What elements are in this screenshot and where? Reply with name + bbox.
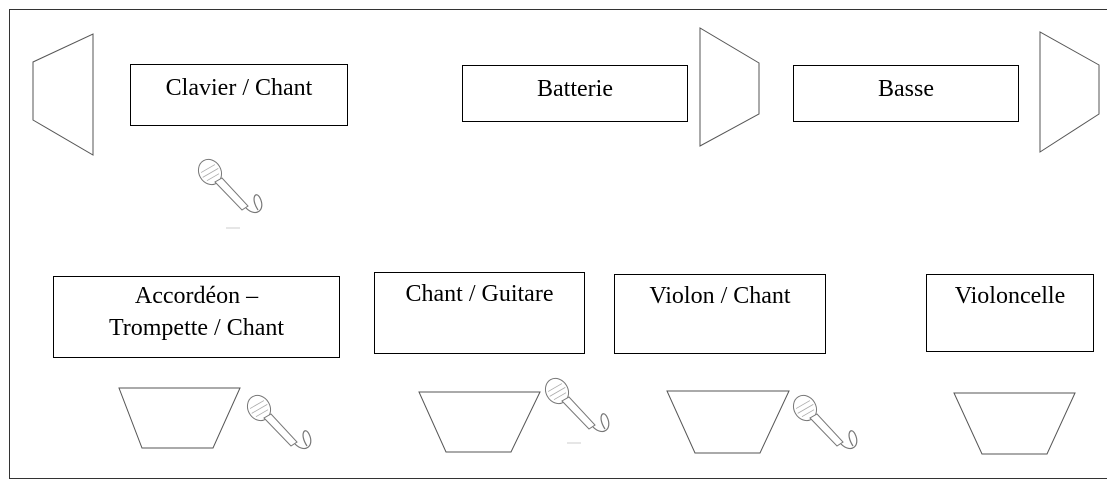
position-box-chant-guitare: Chant / Guitare: [374, 272, 585, 354]
position-box-batterie: Batterie: [462, 65, 688, 122]
position-box-violon-chant: Violon / Chant: [614, 274, 826, 354]
microphone-icon: [544, 377, 610, 444]
position-label: Accordéon – Trompette / Chant: [108, 283, 285, 341]
side-fill-speaker-icon: [699, 27, 760, 147]
position-label: Chant / Guitare: [405, 281, 554, 307]
side-fill-speaker-icon: [1039, 31, 1100, 153]
position-box-clavier-chant: Clavier / Chant: [130, 64, 348, 126]
position-label: Basse: [878, 76, 934, 102]
stage-monitor-icon: [666, 390, 790, 454]
position-box-violoncelle: Violoncelle: [926, 274, 1094, 352]
microphone-icon: [246, 394, 312, 449]
stage-plot: Clavier / Chant Batterie Basse Accordéon…: [9, 9, 1107, 479]
microphone-icon: [197, 158, 263, 229]
side-fill-speaker-icon: [32, 33, 94, 156]
position-box-basse: Basse: [793, 65, 1019, 122]
stage-monitor-icon: [118, 387, 241, 449]
stage-monitor-icon: [418, 391, 541, 453]
stage-monitor-icon: [953, 392, 1076, 455]
position-label: Violoncelle: [954, 283, 1066, 309]
position-label: Clavier / Chant: [165, 75, 313, 101]
position-label: Violon / Chant: [649, 283, 791, 309]
position-label: Batterie: [537, 76, 613, 102]
stage-equipment-layer: [32, 27, 1100, 455]
position-box-accordeon-trompette-chant: Accordéon – Trompette / Chant: [53, 276, 340, 358]
microphone-icon: [792, 394, 858, 449]
